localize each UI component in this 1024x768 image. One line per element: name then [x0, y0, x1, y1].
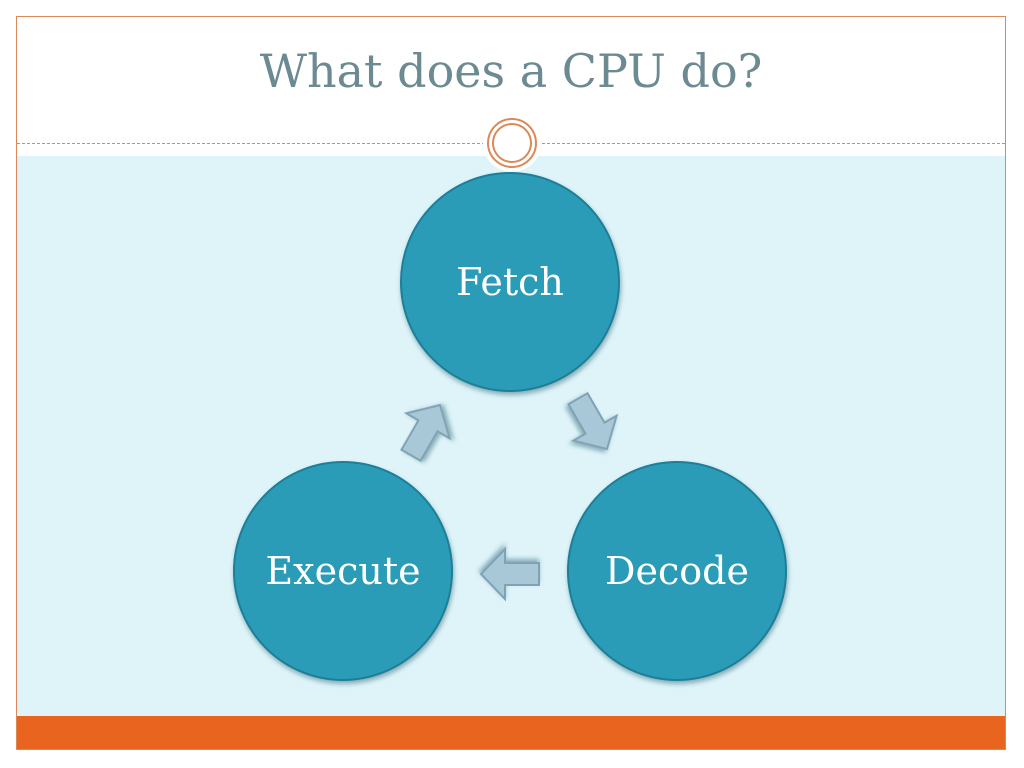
arrow-decode-to-execute-icon	[479, 546, 540, 602]
slide-title: What does a CPU do?	[259, 44, 763, 98]
arrow-fetch-to-decode-icon	[567, 391, 619, 451]
cycle-node-decode: Decode	[567, 461, 787, 681]
node-label-decode: Decode	[605, 549, 749, 593]
cycle-node-fetch: Fetch	[400, 172, 620, 392]
node-label-execute: Execute	[265, 549, 420, 593]
node-label-fetch: Fetch	[456, 260, 564, 304]
divider-ornament-icon	[483, 114, 541, 172]
bottom-accent-bar	[17, 716, 1005, 749]
arrow-execute-to-fetch-icon	[400, 403, 452, 463]
cycle-node-execute: Execute	[233, 461, 453, 681]
